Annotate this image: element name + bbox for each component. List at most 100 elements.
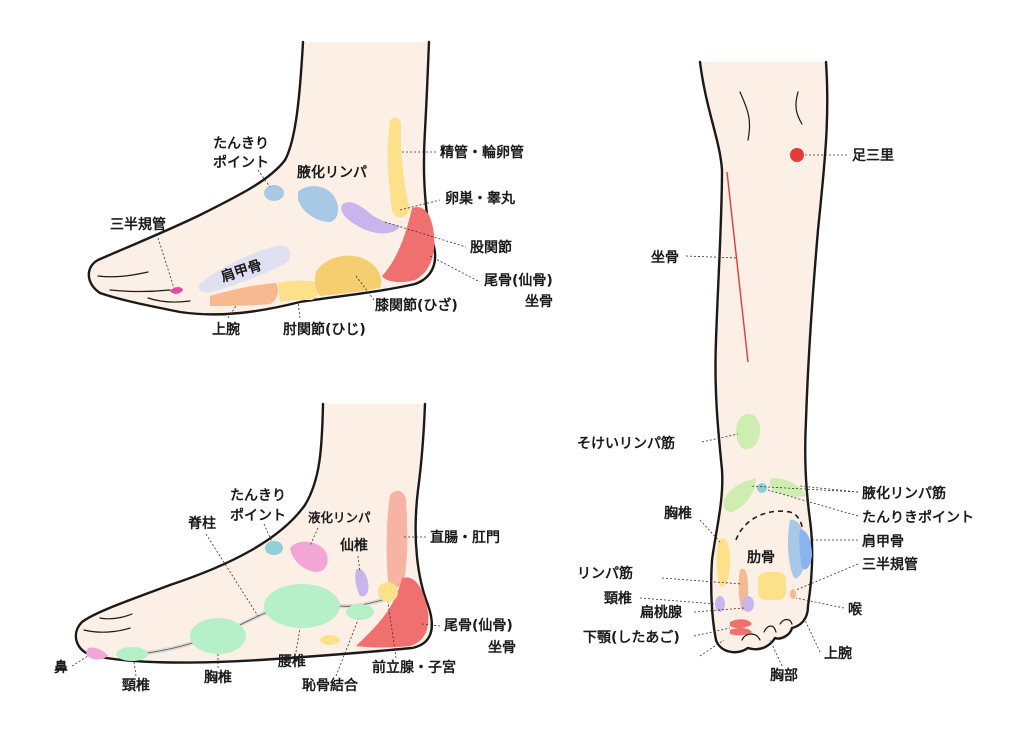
zone-kenkoukotsu-leg-2: [799, 529, 812, 570]
label-kyoubu: 胸部: [770, 667, 798, 684]
leader-line: [769, 639, 783, 667]
leader-line: [263, 523, 273, 543]
leader-line: [699, 639, 725, 657]
label-sokei: そけいリンパ筋: [577, 435, 675, 452]
zone-chokuchou: [386, 490, 408, 588]
leader-line: [699, 519, 721, 543]
zone-chikotsu-2: [320, 635, 340, 645]
label-keitsui: 頸椎: [122, 677, 150, 694]
label-kyoutsui: 胸椎: [204, 669, 232, 686]
zone-hentousen: [742, 596, 754, 612]
label-tankiri-2: ポイント: [213, 154, 269, 171]
zone-youtsui: [264, 584, 340, 628]
label-tankiri-outer-2: ポイント: [230, 507, 286, 524]
label-nodo: 喉: [848, 601, 863, 618]
inner-foot-toe-line: [109, 289, 171, 293]
zone-ekika-left: [723, 478, 756, 512]
zone-kagaku-2: [730, 627, 752, 636]
inner-foot-figure: 肩甲骨: [87, 40, 437, 316]
label-sanhan: 三半規管: [110, 216, 166, 233]
label-kenkoukotsu-leg: 肩甲骨: [862, 533, 904, 550]
label-hentousen: 扁桃腺: [640, 604, 683, 621]
label-kyoutsui-leg: 胸椎: [664, 505, 692, 522]
zone-hana: [86, 647, 108, 660]
outer-foot-toe-line: [83, 627, 131, 633]
zone-tankiri-outer: [265, 541, 283, 555]
leader-line: [795, 563, 859, 591]
inner-foot-toe-line: [147, 297, 191, 303]
zone-kyoutsui: [190, 618, 246, 654]
zone-keitsui: [116, 647, 148, 661]
leader-line: [227, 305, 237, 319]
label-ashisanri: 足三里: [852, 148, 894, 164]
zone-tanri: [757, 483, 767, 493]
leader-line: [639, 597, 717, 605]
label-bikotsu-outer: 尾骨(仙骨): [444, 617, 513, 634]
leader-line: [157, 237, 175, 289]
leader-line: [133, 661, 137, 677]
zone-kagaku: [730, 619, 752, 629]
leader-line: [429, 255, 481, 283]
toe-line: [763, 625, 777, 633]
label-keitsui-leg: 頸椎: [604, 590, 632, 607]
leader-line: [295, 627, 301, 653]
zone-sentsui: [355, 568, 369, 597]
zone-kenkoukotsu: [198, 245, 291, 293]
zone-zakotsu-line: [726, 171, 749, 363]
outer-foot-labels: たんきり ポイント 脊柱 液化リンパ 仙椎 直腸・肛門 尾骨(仙骨) 坐骨 鼻 …: [54, 488, 516, 694]
leg-labels: 足三里 坐骨 そけいリンパ筋 腋化リンパ筋 たんりきポイント 胸椎 肩甲骨 肋骨…: [577, 148, 974, 684]
label-shitsukansetsu: 膝関節(ひざ): [375, 297, 458, 314]
label-lympha-leg: リンパ筋: [577, 565, 633, 582]
leader-line: [297, 301, 301, 319]
zone-ransou: [341, 202, 400, 234]
rib-arc: [735, 510, 805, 561]
label-sanhan-leg: 三半規管: [862, 556, 918, 573]
label-ekika-lympha-outer: 液化リンパ: [308, 510, 371, 525]
zone-zenritsusen: [378, 582, 398, 602]
leader-line: [803, 617, 821, 653]
label-jouwan-leg: 上腕: [824, 645, 852, 662]
knee-line: [795, 91, 803, 125]
leader-line: [71, 655, 89, 667]
zone-chikotsu: [346, 604, 374, 620]
zone-sokei: [736, 414, 760, 450]
knee-line: [739, 91, 751, 141]
label-jouwan: 上腕: [212, 321, 240, 338]
label-chokuchou: 直腸・肛門: [430, 529, 500, 546]
label-tanri: たんりきポイント: [862, 509, 974, 526]
label-chikotsu: 恥骨結合: [302, 677, 359, 694]
zone-nodo: [790, 589, 796, 599]
label-seikan: 精管・輪卵管: [440, 144, 524, 161]
leader-line: [685, 255, 739, 259]
zone-sanhan: [170, 287, 183, 294]
leader-line: [355, 275, 375, 301]
leader-line: [205, 533, 259, 617]
zone-ashisanri: [790, 148, 804, 162]
leader-line: [387, 601, 397, 659]
zone-shitsukansetsu: [314, 255, 382, 296]
toe-line: [741, 633, 761, 641]
inner-foot-labels: たんきり ポイント 腋化リンパ 精管・輪卵管 卵巣・睾丸 股関節 尾骨(仙骨) …: [110, 136, 553, 338]
leader-line: [421, 623, 441, 627]
zone-chuukansetsu: [278, 280, 319, 302]
zone-keitsui-leg: [715, 596, 725, 612]
zone-kyoutsui-leg: [716, 538, 730, 587]
leader-line: [795, 597, 845, 609]
label-zakotsu-outer: 坐骨: [488, 639, 516, 656]
leader-line: [357, 555, 361, 573]
label-zenritsusen: 前立腺・子宮: [372, 659, 456, 676]
label-sekichuu: 脊柱: [187, 515, 216, 532]
zone-rokkotsu: [758, 572, 786, 600]
label-sentsui: 仙椎: [340, 537, 368, 554]
label-kokansetsu: 股関節: [470, 239, 512, 256]
zone-tankiri: [264, 185, 284, 201]
label-zakotsu-leg: 坐骨: [651, 249, 679, 266]
zone-bikotsu: [382, 207, 435, 283]
label-zakotsu: 坐骨: [525, 293, 553, 310]
label-tankiri: たんきり: [213, 136, 269, 152]
label-youtsui: 腰椎: [277, 653, 306, 670]
zone-ekika-lympha-outer: [290, 541, 328, 572]
outer-foot-toe-line: [99, 613, 133, 620]
